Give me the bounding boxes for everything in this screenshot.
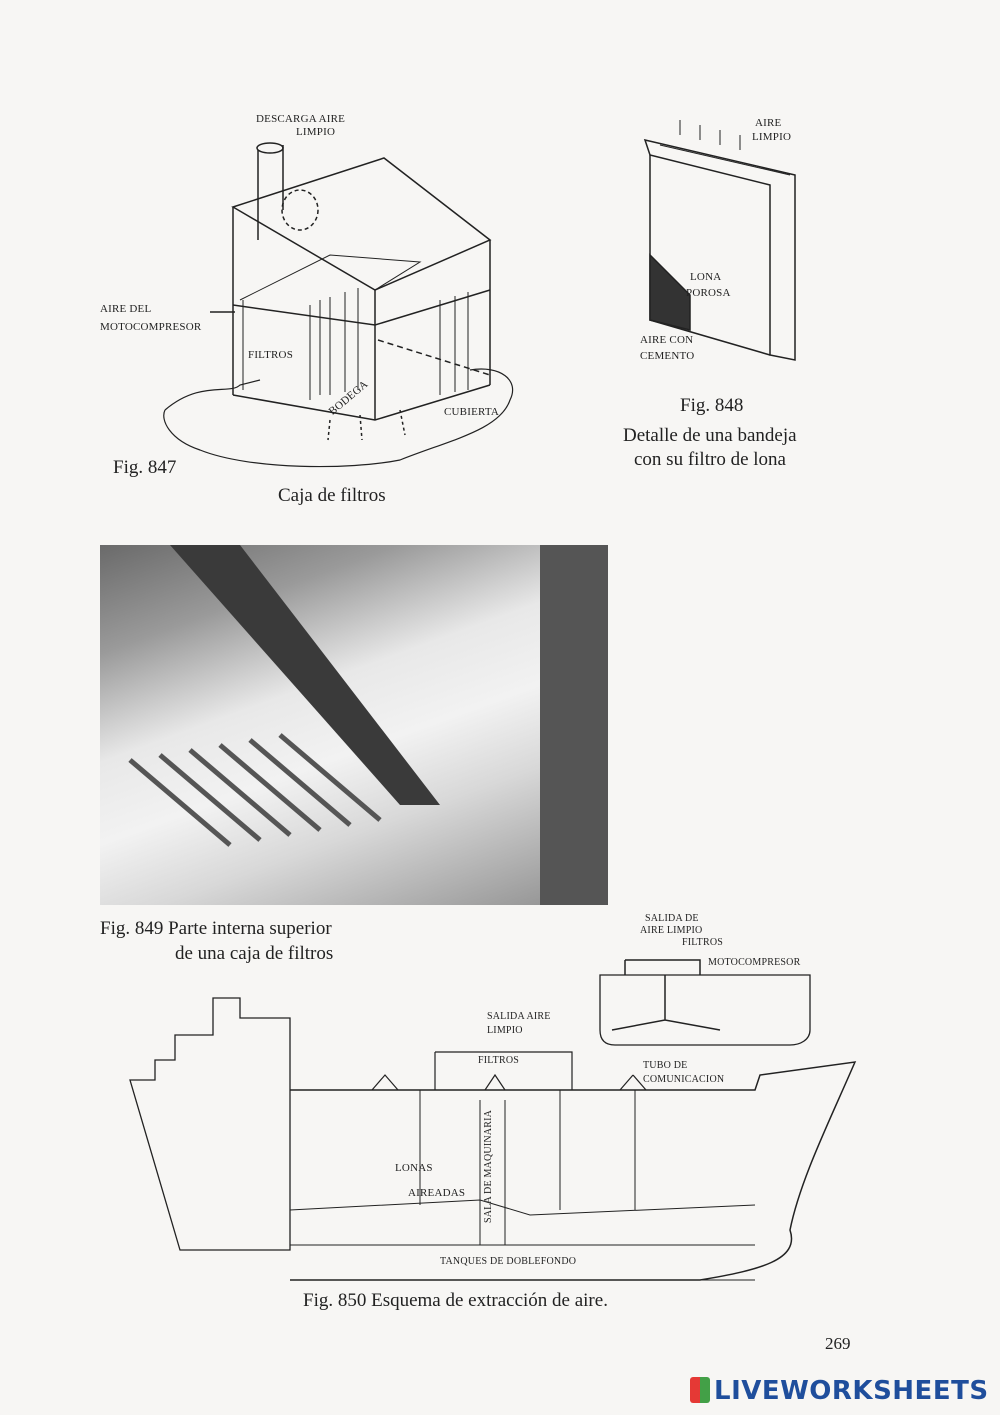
logo-text: LIVEWORKSHEETS — [714, 1376, 989, 1406]
label-aire-con: AIRE CON — [640, 334, 694, 346]
label-comunicacion: COMUNICACION — [643, 1074, 725, 1085]
label-filtros-850: FILTROS — [478, 1055, 520, 1066]
ship-diagram — [129, 959, 857, 1281]
photo-detail — [128, 545, 608, 905]
label-lona: LONA — [690, 271, 722, 283]
fig847-caption: Caja de filtros — [278, 485, 386, 506]
page-number: 269 — [825, 1334, 851, 1353]
label-filtros: FILTROS — [248, 349, 294, 361]
fig850-caption: Fig. 850 Esquema de extracción de aire. — [303, 1290, 608, 1311]
liveworksheets-logo: LIVEWORKSHEETS — [690, 1376, 989, 1406]
label-aireadas: AIREADAS — [408, 1187, 466, 1199]
label-limpio-848: LIMPIO — [752, 131, 792, 143]
label-tubo-de: TUBO DE — [643, 1060, 688, 1071]
label-descarga-aire: DESCARGA AIRE — [256, 113, 346, 125]
filter-box-diagram — [163, 142, 514, 468]
label-salida-aire: SALIDA AIRE — [487, 1011, 551, 1022]
fig849-caption-line2: de una caja de filtros — [175, 943, 334, 964]
fig847-number: Fig. 847 — [113, 457, 177, 478]
inset-label-filtros: FILTROS — [682, 937, 724, 948]
inset-label-motocompresor: MOTOCOMPRESOR — [708, 957, 801, 968]
label-cubierta: CUBIERTA — [444, 406, 500, 418]
fig848-caption-line2: con su filtro de lona — [634, 449, 786, 470]
inset-label-aire-limpio: AIRE LIMPIO — [640, 925, 703, 936]
label-tanques: TANQUES DE DOBLEFONDO — [440, 1256, 577, 1267]
filter-box-photo — [100, 545, 608, 905]
filter-tray-diagram — [643, 120, 796, 361]
label-motocompresor: MOTOCOMPRESOR — [100, 321, 202, 333]
fig848-caption-line1: Detalle de una bandeja — [623, 425, 797, 446]
label-limpio: LIMPIO — [296, 126, 336, 138]
label-limpio-850: LIMPIO — [487, 1025, 523, 1036]
fig849-caption-line1: Fig. 849 Parte interna superior — [100, 918, 332, 939]
label-sala-de-maquinaria: SALA DE MAQUINARIA — [483, 1109, 495, 1224]
label-aire: AIRE — [755, 117, 782, 129]
label-aire-del: AIRE DEL — [100, 303, 152, 315]
label-lonas: LONAS — [395, 1162, 433, 1174]
inset-label-salida-de: SALIDA DE — [645, 913, 699, 924]
fig848-number: Fig. 848 — [680, 395, 744, 416]
logo-icon — [690, 1377, 710, 1403]
label-porosa: POROSA — [686, 287, 731, 299]
label-cemento: CEMENTO — [640, 350, 695, 362]
